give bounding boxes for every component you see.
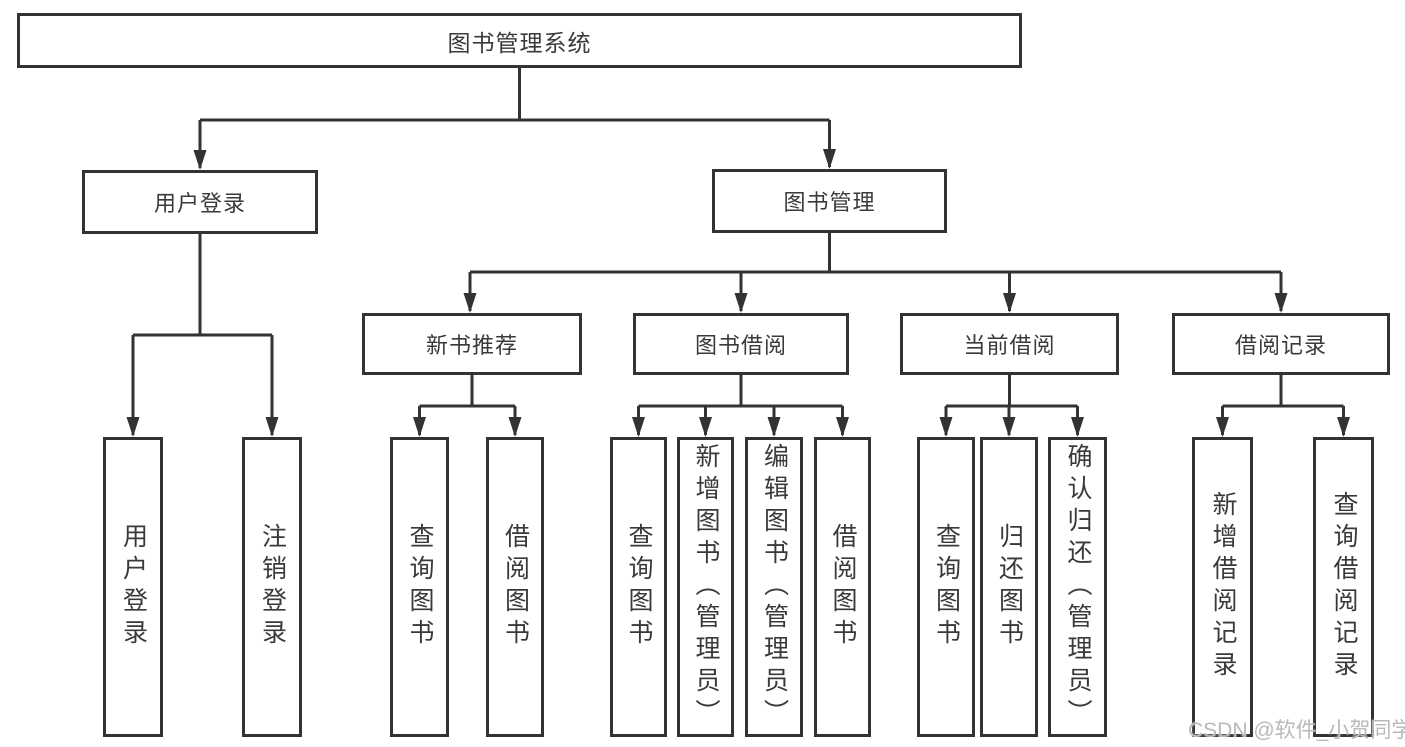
node-book-borrow-label: 图书借阅: [694, 333, 787, 358]
leaf-newbooks-borrow-books: 借阅图书: [486, 437, 544, 737]
leaf-current-confirm-return-admin: 确认归还（管理员）: [1048, 437, 1107, 737]
leaf-borrow-query-books: 查询图书: [610, 437, 667, 737]
edge-mgmt-to-level3: [468, 233, 1283, 311]
leaf-newbooks-borrow-books-label: 借阅图书: [501, 523, 530, 651]
node-current-borrow: 当前借阅: [900, 313, 1119, 375]
leaf-current-query-books-label: 查询图书: [932, 523, 961, 651]
node-user-login-label: 用户登录: [153, 191, 246, 216]
node-book-borrow: 图书借阅: [633, 313, 849, 375]
leaf-records-query-record-label: 查询借阅记录: [1330, 491, 1358, 683]
node-borrow-records: 借阅记录: [1172, 313, 1390, 375]
node-borrow-records-label: 借阅记录: [1234, 333, 1327, 358]
edge-borrow-to-leaves: [637, 375, 844, 435]
node-root: 图书管理系统: [17, 13, 1022, 68]
leaf-user-login-label: 用户登录: [119, 523, 148, 651]
leaf-borrow-add-books-admin-label: 新增图书（管理员）: [692, 443, 720, 731]
leaf-borrow-borrow-books-label: 借阅图书: [829, 523, 857, 651]
leaf-current-query-books: 查询图书: [917, 437, 975, 737]
leaf-newbooks-query-books: 查询图书: [390, 437, 449, 737]
leaf-borrow-borrow-books: 借阅图书: [814, 437, 871, 737]
node-new-book-recommend-label: 新书推荐: [425, 333, 518, 358]
leaf-borrow-edit-books-admin-label: 编辑图书（管理员）: [760, 443, 789, 731]
edge-records-to-leaves: [1221, 375, 1345, 435]
node-root-label: 图书管理系统: [447, 29, 592, 56]
leaf-logout-label: 注销登录: [258, 523, 287, 651]
node-new-book-recommend: 新书推荐: [362, 313, 582, 375]
node-book-management-label: 图书管理: [783, 190, 876, 215]
leaf-logout: 注销登录: [242, 437, 302, 737]
leaf-records-add-record: 新增借阅记录: [1192, 437, 1253, 737]
leaf-records-query-record: 查询借阅记录: [1313, 437, 1374, 737]
leaf-current-return-books: 归还图书: [980, 437, 1038, 737]
node-user-login: 用户登录: [82, 170, 318, 234]
node-current-borrow-label: 当前借阅: [963, 333, 1056, 358]
edge-root-to-level2: [198, 68, 831, 168]
arrowhead-icons: [126, 149, 1350, 437]
leaf-user-login: 用户登录: [103, 437, 163, 737]
edge-login-to-leaves: [131, 234, 274, 435]
csdn-watermark: CSDN @软件_小贺同学: [1188, 719, 1405, 742]
leaf-current-confirm-return-admin-label: 确认归还（管理员）: [1064, 443, 1092, 731]
edge-newbooks-to-leaves: [418, 375, 517, 435]
node-book-management: 图书管理: [712, 169, 947, 233]
leaf-borrow-add-books-admin: 新增图书（管理员）: [677, 437, 734, 737]
leaf-current-return-books-label: 归还图书: [995, 523, 1024, 651]
leaf-borrow-query-books-label: 查询图书: [625, 523, 653, 651]
leaf-records-add-record-label: 新增借阅记录: [1209, 491, 1237, 683]
leaf-newbooks-query-books-label: 查询图书: [406, 523, 434, 651]
leaf-borrow-edit-books-admin: 编辑图书（管理员）: [745, 437, 803, 737]
